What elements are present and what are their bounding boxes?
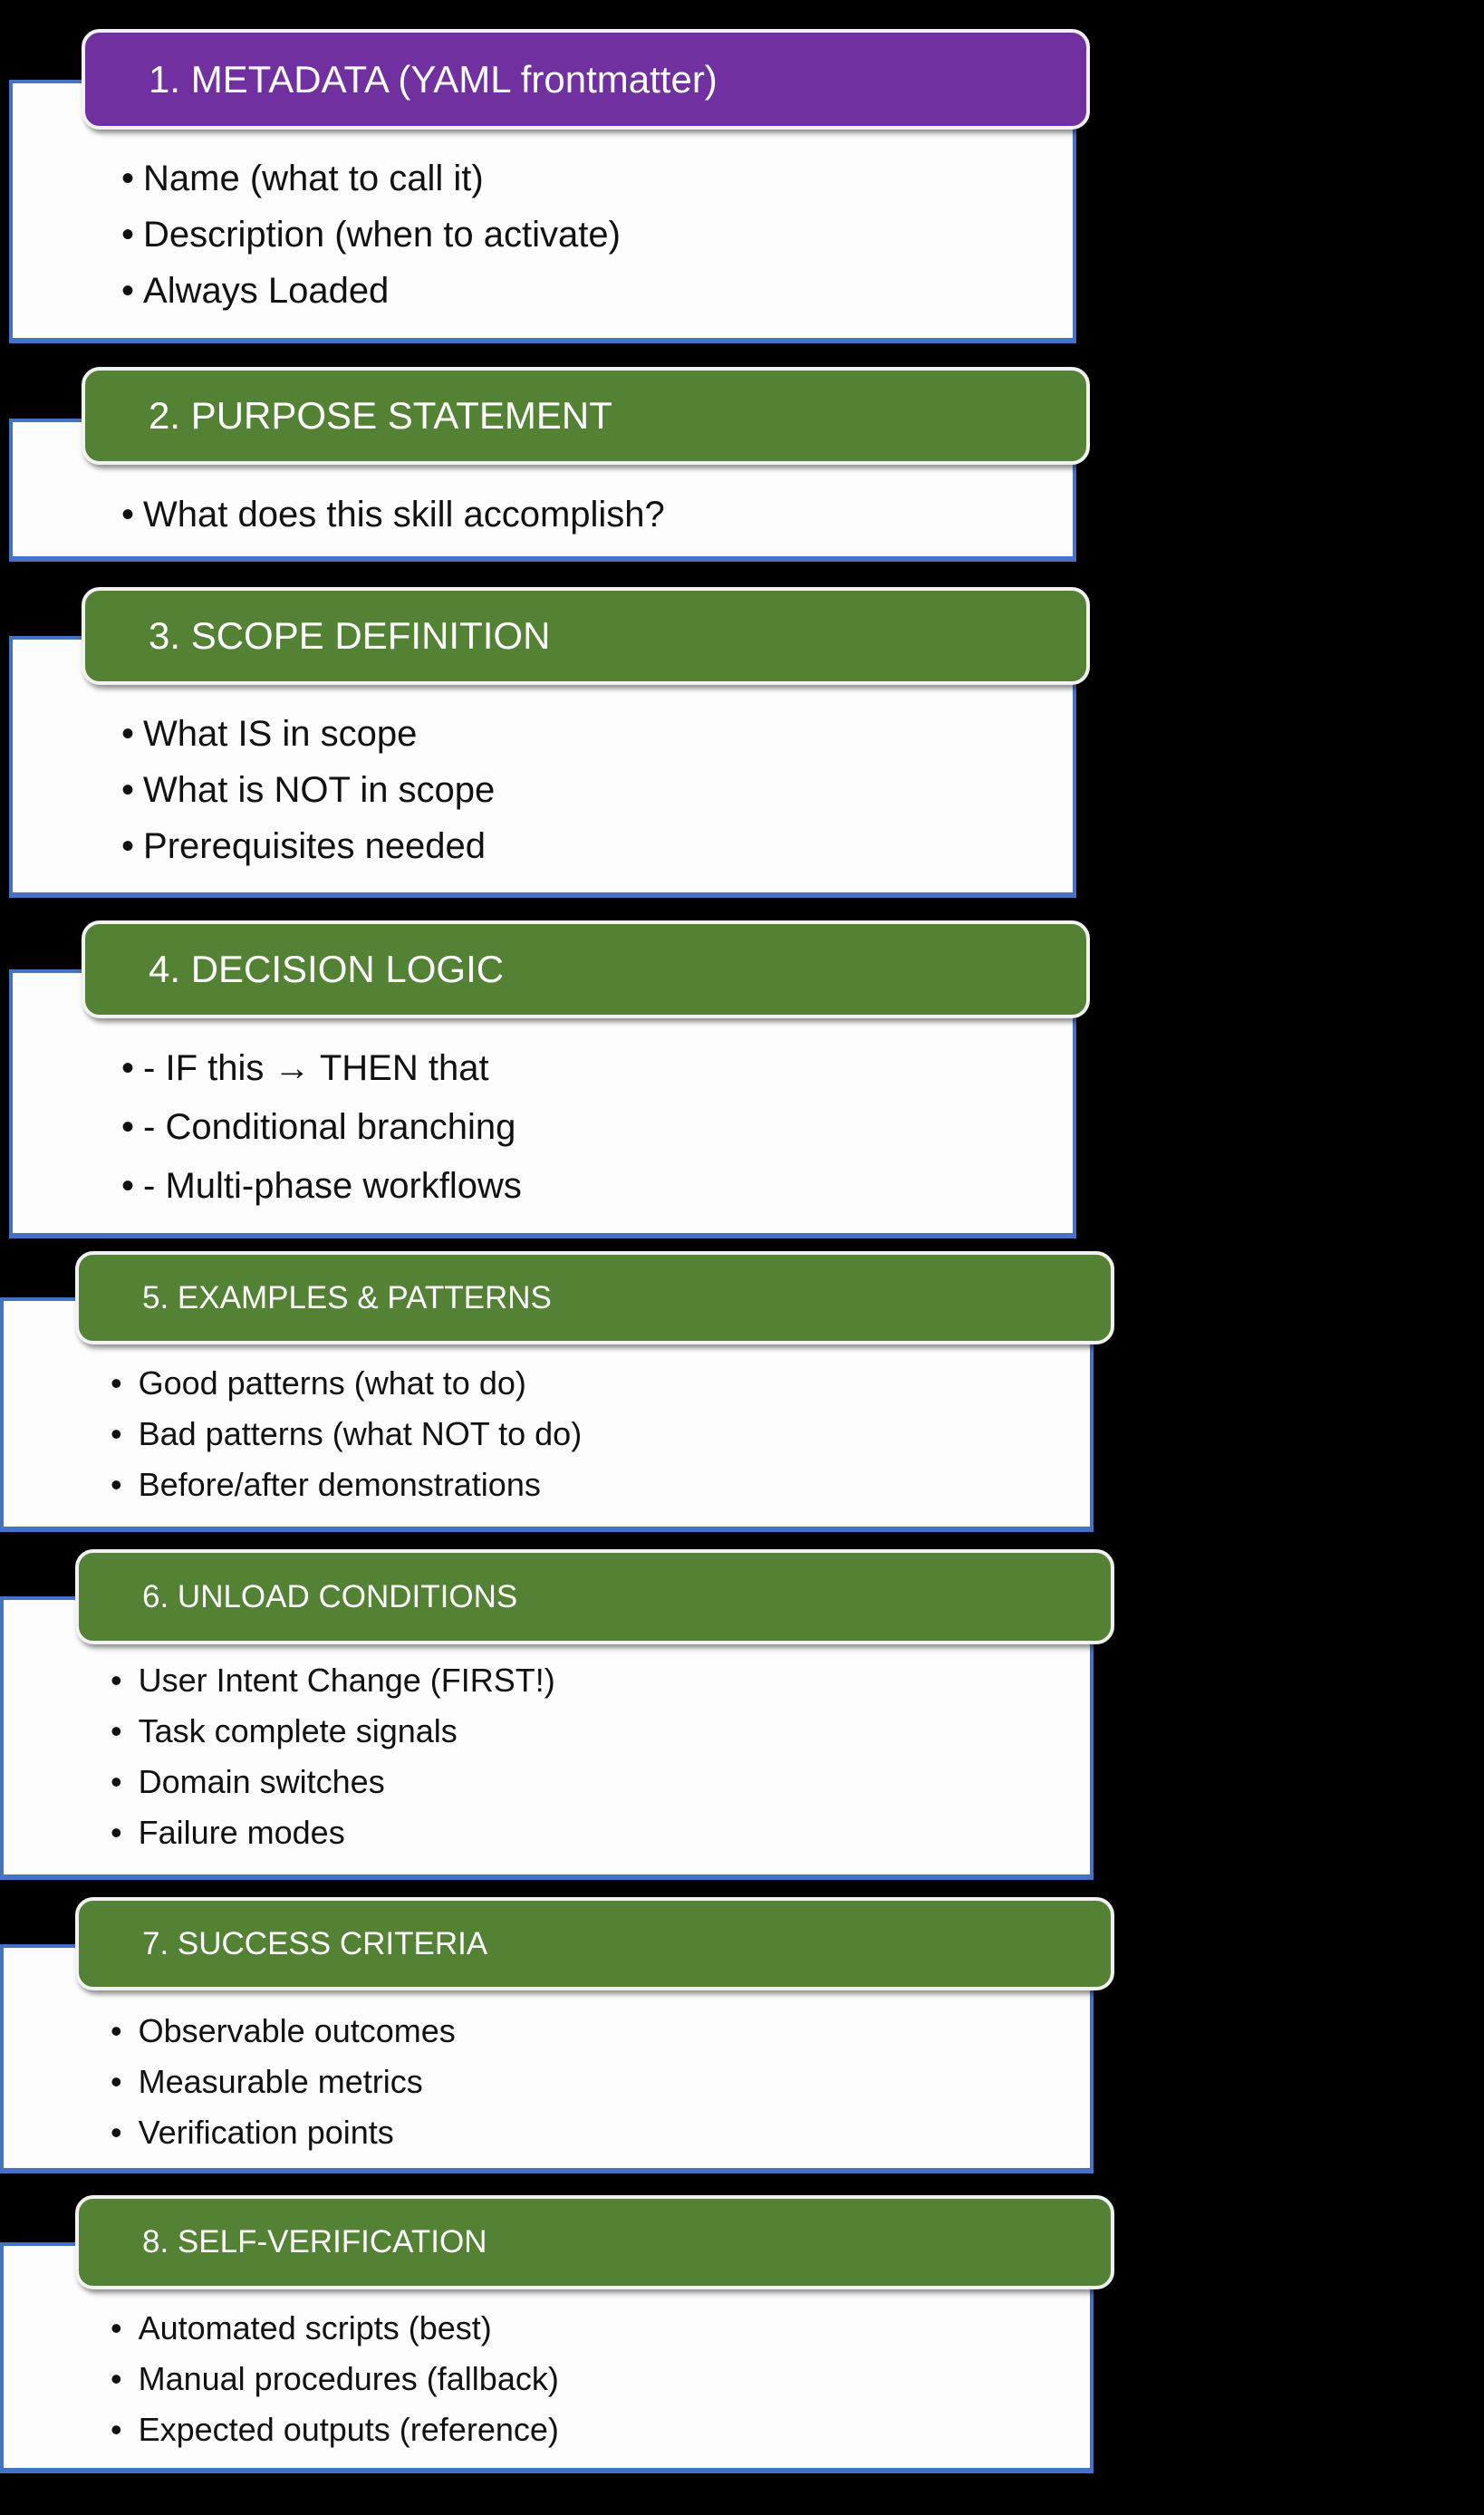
section-4-bullet-list: - IF this → THEN that - Conditional bran…: [13, 973, 1073, 1216]
section-7-header: 7. SUCCESS CRITERIA: [75, 1897, 1114, 1990]
section-3-title: 3. SCOPE DEFINITION: [149, 614, 551, 657]
bullet-item: Verification points: [111, 2107, 1063, 2158]
bullet-item: Prerequisites needed: [121, 818, 1046, 874]
bullet-item: What is NOT in scope: [121, 762, 1046, 818]
section-5-bullet-list: Good patterns (what to do) Bad patterns …: [4, 1301, 1090, 1510]
section-7-bullet-list: Observable outcomes Measurable metrics V…: [4, 1948, 1090, 2158]
section-2-header: 2. PURPOSE STATEMENT: [82, 367, 1090, 465]
section-1-header: 1. METADATA (YAML frontmatter): [82, 29, 1090, 130]
section-8-bullet-list: Automated scripts (best) Manual procedur…: [4, 2246, 1090, 2455]
bullet-item: - IF this → THEN that: [121, 1039, 1046, 1098]
bullet-item: Bad patterns (what NOT to do): [111, 1409, 1063, 1460]
section-1-title: 1. METADATA (YAML frontmatter): [149, 57, 718, 101]
bullet-item: Failure modes: [111, 1807, 1063, 1858]
bullet-item: Task complete signals: [111, 1706, 1063, 1757]
bullet-item: Good patterns (what to do): [111, 1358, 1063, 1409]
bullet-item: Description (when to activate): [121, 207, 1046, 263]
section-2-title: 2. PURPOSE STATEMENT: [149, 394, 612, 437]
section-6-header: 6. UNLOAD CONDITIONS: [75, 1549, 1114, 1644]
section-7-title: 7. SUCCESS CRITERIA: [142, 1925, 488, 1961]
bullet-item: - Conditional branching: [121, 1098, 1046, 1157]
section-5-header: 5. EXAMPLES & PATTERNS: [75, 1251, 1114, 1344]
bullet-item: Observable outcomes: [111, 2006, 1063, 2057]
bullet-item: Manual procedures (fallback): [111, 2354, 1063, 2404]
section-4-title: 4. DECISION LOGIC: [149, 948, 505, 990]
bullet-item: - Multi-phase workflows: [121, 1157, 1046, 1216]
section-3-bullet-list: What IS in scope What is NOT in scope Pr…: [13, 640, 1073, 874]
bullet-item: Always Loaded: [121, 263, 1046, 319]
bullet-item: Domain switches: [111, 1757, 1063, 1807]
section-3-header: 3. SCOPE DEFINITION: [82, 587, 1090, 685]
bullet-item: Before/after demonstrations: [111, 1460, 1063, 1510]
section-8-title: 8. SELF-VERIFICATION: [142, 2224, 487, 2260]
section-6-bullet-list: User Intent Change (FIRST!) Task complet…: [4, 1600, 1090, 1858]
bullet-item: Measurable metrics: [111, 2057, 1063, 2107]
bullet-item: Automated scripts (best): [111, 2303, 1063, 2354]
section-6-title: 6. UNLOAD CONDITIONS: [142, 1578, 518, 1614]
section-8-header: 8. SELF-VERIFICATION: [75, 2195, 1114, 2289]
section-2-bullet-list: What does this skill accomplish?: [13, 422, 1073, 543]
bullet-item: Expected outputs (reference): [111, 2404, 1063, 2455]
section-1-bullet-list: Name (what to call it) Description (when…: [13, 83, 1073, 319]
bullet-item: User Intent Change (FIRST!): [111, 1655, 1063, 1706]
bullet-item: What IS in scope: [121, 706, 1046, 762]
bullet-item: Name (what to call it): [121, 150, 1046, 207]
bullet-item: What does this skill accomplish?: [121, 487, 1046, 543]
section-4-header: 4. DECISION LOGIC: [82, 920, 1090, 1018]
section-5-title: 5. EXAMPLES & PATTERNS: [142, 1279, 552, 1315]
